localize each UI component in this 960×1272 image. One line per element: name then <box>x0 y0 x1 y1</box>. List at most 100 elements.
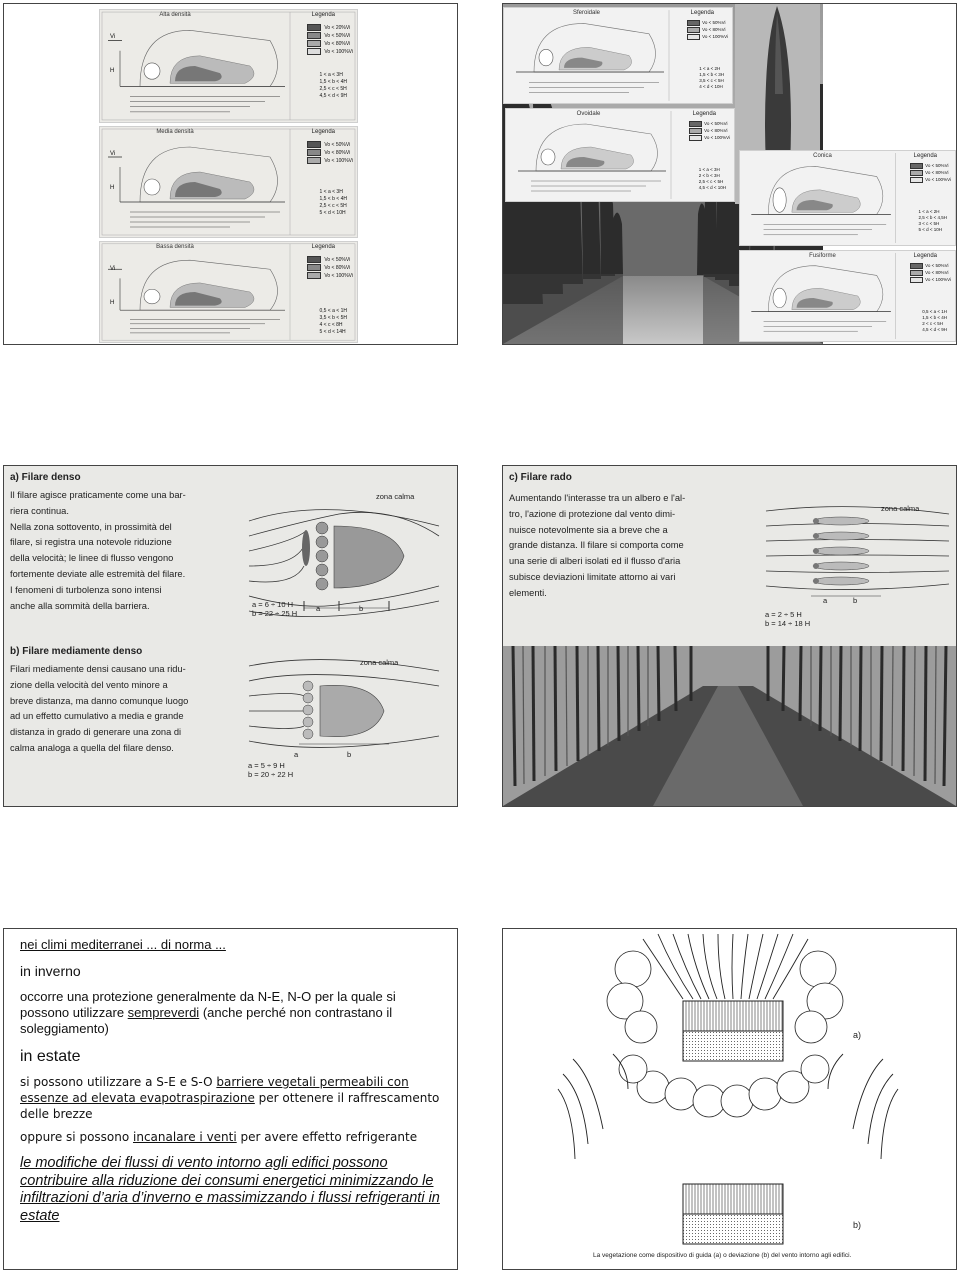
legend-item: Vo < 80%Vi <box>689 127 730 134</box>
legend-item: Vo < 50%Vi <box>307 32 353 40</box>
legend-swatch <box>307 24 322 32</box>
range-item: 1,5 < b < 4H <box>922 315 947 320</box>
winter-heading: in inverno <box>20 963 81 979</box>
legend-swatch <box>910 169 924 176</box>
slide-row-density: a) Filare denso Il filare agisce pratica… <box>3 465 458 807</box>
range-item: 4 < d < 10H <box>699 84 723 89</box>
text-line: subisce deviazioni limitate attorno ai v… <box>509 571 676 582</box>
sparse-row-text: c) Filare rado Aumentando l'interasse tr… <box>509 472 764 602</box>
legend-item: Vo < 100%Vi <box>307 157 353 165</box>
density-title: Bassa densità <box>156 244 194 250</box>
legend-item: Vo < 80%Vi <box>687 26 728 33</box>
slide-mediterranean-climate: nei climi mediterranei ... di norma ... … <box>3 928 458 1270</box>
sparse-b-label: b <box>853 596 858 605</box>
legend-item: Vo < 100%Vi <box>689 134 730 141</box>
legend-swatch <box>910 176 924 183</box>
sparse-range-b: b = 14 ÷ 18 H <box>765 619 811 628</box>
range-item: 3 < c < 5H <box>918 221 940 226</box>
legend-item: Vo < 80%Vi <box>307 149 353 157</box>
range-item: 2 < b < 3H <box>698 173 720 178</box>
slide-vegetation-guidance: a) b) La vegetazione come dispositivo di… <box>502 928 957 1270</box>
poplar-row-photo <box>503 646 956 806</box>
text-line: Il filare agisce praticamente come una b… <box>10 490 186 500</box>
medium-zone-label: zona calma <box>360 658 399 667</box>
text-line: nuisce notevolmente sia a breve che a <box>509 524 668 535</box>
range-item: 5 < d < 10H <box>319 210 346 216</box>
text-line: della velocità; le linee di flusso vengo… <box>10 553 174 564</box>
legend-text: Vo < 50%Vi <box>925 163 949 168</box>
text-line: fortemente deviate alle estremità del fi… <box>10 568 186 579</box>
medium-b-label: b <box>347 750 352 759</box>
range-item: 1 < a < 3H <box>319 72 343 78</box>
label-a: a) <box>853 1030 862 1040</box>
legend-item: Vo < 100%Vi <box>910 176 951 183</box>
legend-swatch <box>689 127 703 134</box>
legend-text: Vo < 80%Vi <box>702 27 726 32</box>
shape-title: Ovoidale <box>576 111 601 117</box>
dense-range-a: a = 6 ÷ 10 H <box>252 600 294 609</box>
density-h-label: H <box>110 185 115 191</box>
legend-text: Vo < 50%Vi <box>324 142 351 148</box>
legend-item: Vo < 100%Vi <box>687 33 728 40</box>
density-legend-title: Legenda <box>311 129 335 135</box>
medium-a-label: a <box>294 750 299 759</box>
density-legend-title: Legenda <box>311 244 335 250</box>
text-line: una serie di alberi isolati ed il flusso… <box>509 556 681 567</box>
legend-text: Vo < 50%Vi <box>925 263 949 268</box>
dense-row-diagram <box>248 509 440 618</box>
shape-legend-title: Legenda <box>913 253 937 259</box>
legend-text: Vo < 80%Vi <box>925 270 949 275</box>
text-line: breve distanza, ma danno comunque luogo <box>10 695 189 706</box>
sparse-zone-label: zona calma <box>881 504 920 513</box>
range-item: 2,5 < c < 5H <box>698 179 724 184</box>
density-title: Alta densità <box>159 12 191 18</box>
text-line: Nella zona sottovento, in prossimità del <box>10 521 172 532</box>
legend-swatch <box>307 149 322 157</box>
legend-swatch <box>910 162 924 169</box>
text-line: distanza in grado di generare una zona d… <box>10 727 182 738</box>
legend-item: Vo < 80%Vi <box>910 169 951 176</box>
legend-item: Vo < 50%Vi <box>910 262 951 269</box>
range-item: 2 < c < 5H <box>922 321 943 326</box>
legend-swatch <box>910 262 924 269</box>
legend-text: Vo < 20%Vi <box>324 25 351 31</box>
legend-text: Vo < 50%Vi <box>324 33 351 39</box>
legend-item: Vo < 50%Vi <box>687 19 728 26</box>
text-line: Aumentando l'interasse tra un albero e l… <box>509 493 686 503</box>
legend-swatch <box>307 48 322 56</box>
legend-text: Vo < 100%Vi <box>704 135 730 140</box>
figure-caption: La vegetazione come dispositivo di guida… <box>593 1252 852 1259</box>
legend-text: Vo < 80%Vi <box>324 41 351 47</box>
legend-swatch <box>910 269 924 276</box>
legend-swatch <box>910 276 924 283</box>
legend-text: Vo < 50%Vi <box>704 121 728 126</box>
sparse-description: Aumentando l'interasse tra un albero e l… <box>509 491 764 602</box>
legend-text: Vo < 80%Vi <box>704 128 728 133</box>
range-item: 5 < d < 14H <box>319 329 346 335</box>
legend-item: Vo < 100%Vi <box>910 276 951 283</box>
legend-swatch <box>307 272 322 280</box>
text-line: filare, si registra una notevole riduzio… <box>10 537 172 548</box>
legend-text: Vo < 80%Vi <box>324 150 351 156</box>
text-line: grande distanza. Il filare si comporta c… <box>509 540 684 551</box>
shape-legend-title: Legenda <box>692 111 716 117</box>
legend-text: Vo < 100%Vi <box>324 158 353 164</box>
legend-text: Vo < 100%Vi <box>324 273 353 279</box>
text-line: tro, l'azione di protezione dal vento di… <box>509 508 676 519</box>
medium-heading: b) Filare mediamente denso <box>10 646 143 657</box>
range-item: 1,5 < b < 4H <box>319 196 347 202</box>
legend-item: Vo < 50%Vi <box>689 120 730 127</box>
dense-b-label: b <box>359 604 364 613</box>
legend-swatch <box>307 32 322 40</box>
legend-text: Vo < 50%Vi <box>324 257 351 263</box>
summer-text: si possono utilizzare a S-E e S-O barrie… <box>20 1075 440 1121</box>
